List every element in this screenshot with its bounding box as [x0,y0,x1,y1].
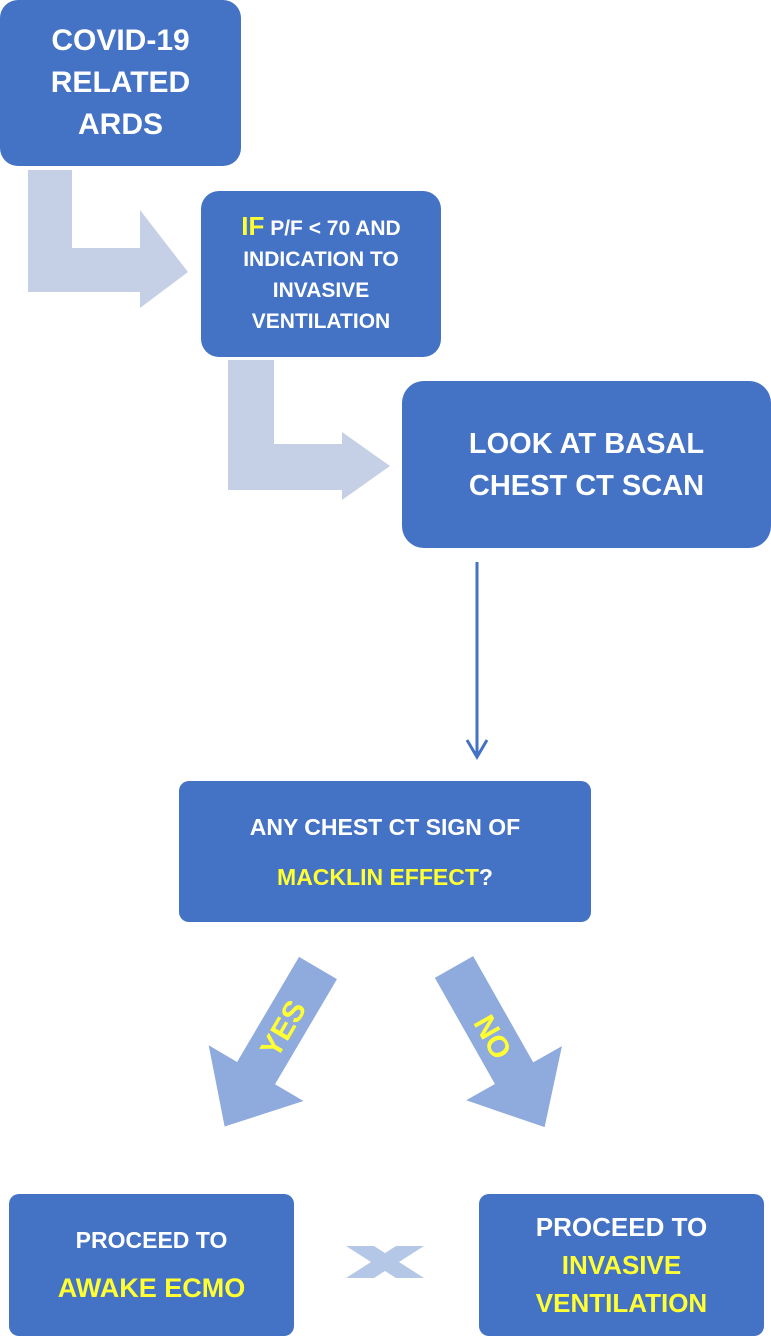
macklin-effect-text: MACKLIN EFFECT [277,863,479,890]
invasive-line-1: PROCEED TO [535,1212,708,1242]
block-arrow-icon [434,956,562,1128]
criteria-line-3: INVASIVE [272,279,370,302]
awake-ecmo-node: PROCEED TO AWAKE ECMO [9,1194,294,1336]
criteria-line-1: IF P/F < 70 AND [241,211,400,244]
arrowhead-icon [465,739,489,760]
criteria-line-4: VENTILATION [251,310,391,333]
elbow-arrow-icon [228,360,390,500]
invasive-highlight-2: VENTILATION [535,1288,708,1318]
ecmo-line-1: PROCEED TO [75,1227,228,1253]
question-line-1: ANY CHEST CT SIGN OF [249,813,521,840]
start-line-1: COVID-19 [51,24,190,57]
ecmo-highlight: AWAKE ECMO [57,1273,246,1303]
elbow-arrow-icon [28,170,188,308]
block-arrow-icon [208,956,337,1127]
ct-line-2: CHEST CT SCAN [468,469,705,502]
question-line-2: MACKLIN EFFECT? [277,852,493,902]
question-mark: ? [478,863,493,890]
criteria-line-2: INDICATION TO [243,248,399,271]
x-icon [346,1246,424,1278]
invasive-highlight-1: INVASIVE [561,1250,682,1280]
question-node: ANY CHEST CT SIGN OF MACKLIN EFFECT? [179,781,591,922]
ct-scan-node: LOOK AT BASAL CHEST CT SCAN [402,381,771,548]
if-keyword: IF [241,211,265,241]
start-line-3: ARDS [77,108,163,141]
invasive-ventilation-node: PROCEED TO INVASIVE VENTILATION [479,1194,764,1336]
criteria-node: IF P/F < 70 AND INDICATION TO INVASIVE V… [201,191,441,357]
ct-line-1: LOOK AT BASAL [468,427,705,460]
start-node: COVID-19 RELATED ARDS [0,0,241,166]
start-line-2: RELATED [50,66,191,99]
criteria-condition: P/F < 70 AND [264,217,401,240]
